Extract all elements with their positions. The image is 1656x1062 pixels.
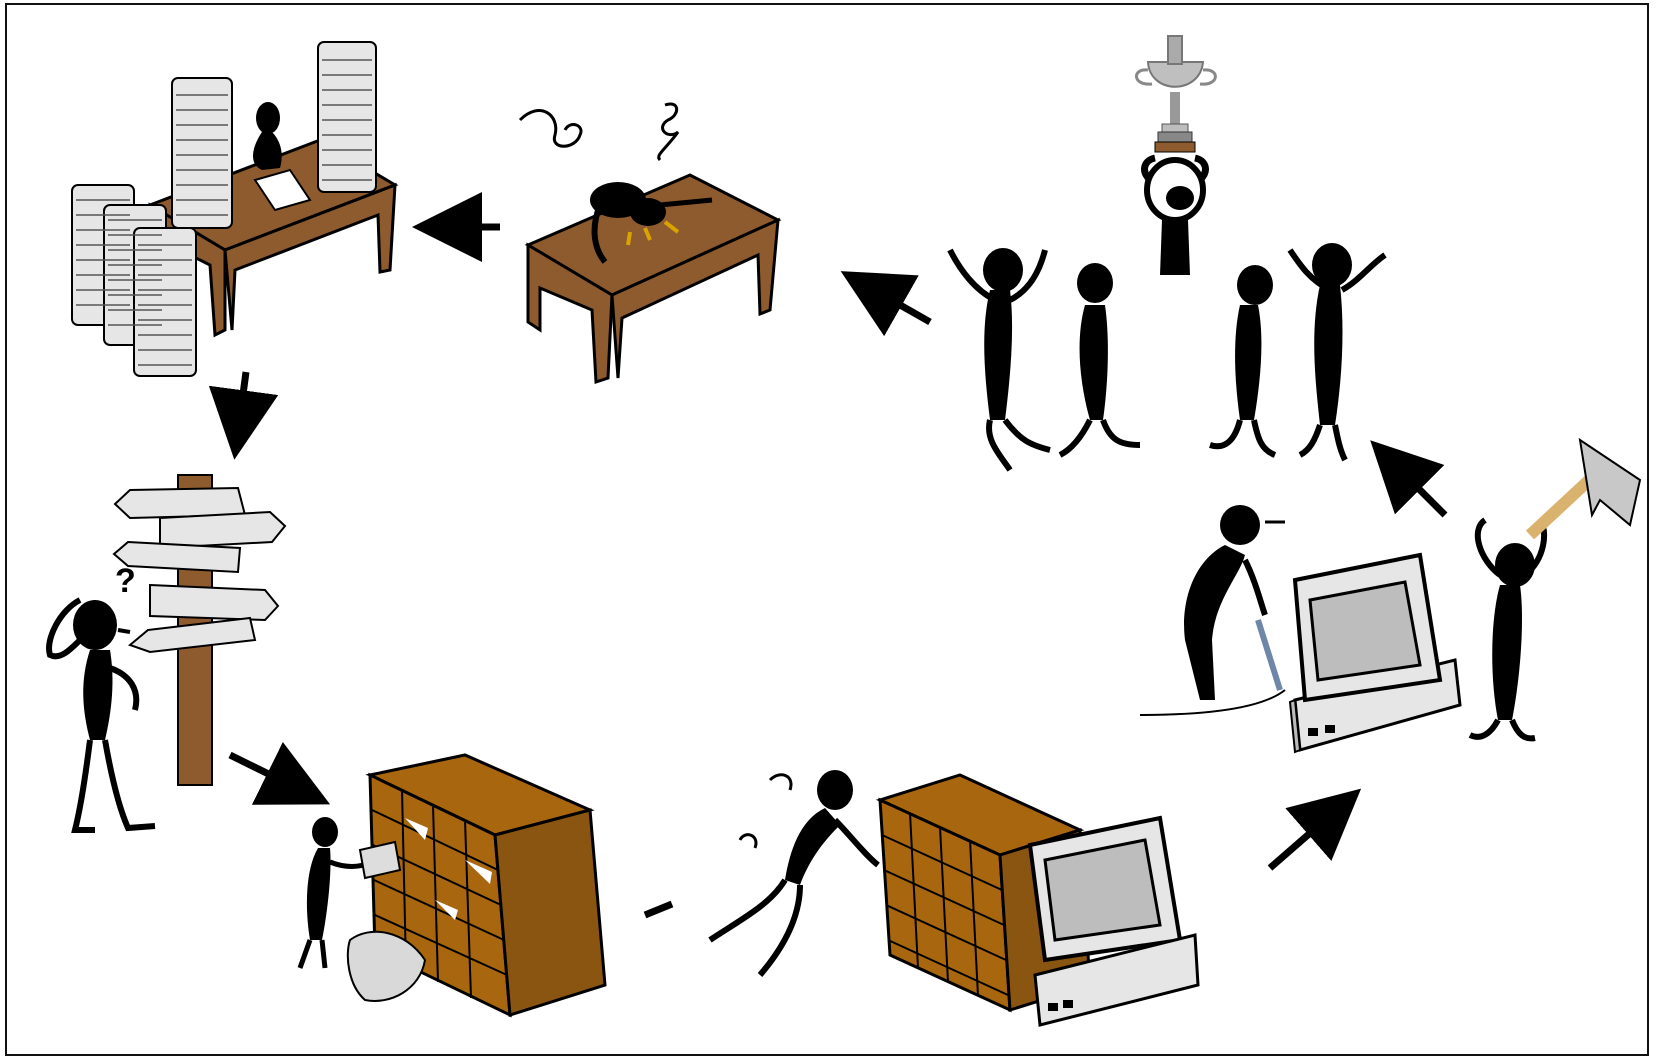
- arrow-paper-to-confusion: [238, 372, 246, 432]
- arrow-filing-to-digitize: [645, 904, 672, 915]
- filing-cabinet-icon: [300, 755, 605, 1015]
- paper-stacks-desk-icon: [72, 42, 395, 376]
- computer-repair-icon: [1140, 440, 1640, 752]
- arrow-repair-to-celebration: [1390, 460, 1445, 515]
- arrow-digitize-to-repair: [1270, 807, 1340, 868]
- arrow-confusion-to-filing: [230, 755, 305, 792]
- signpost-confusion-icon: ?: [49, 475, 285, 830]
- team-celebration-trophy-icon: [950, 36, 1385, 470]
- arrow-celebration-to-frustration: [865, 285, 930, 322]
- pushing-cabinet-into-computer-icon: [710, 770, 1198, 1025]
- head-on-desk-icon: [520, 104, 778, 382]
- svg-text:?: ?: [115, 562, 136, 600]
